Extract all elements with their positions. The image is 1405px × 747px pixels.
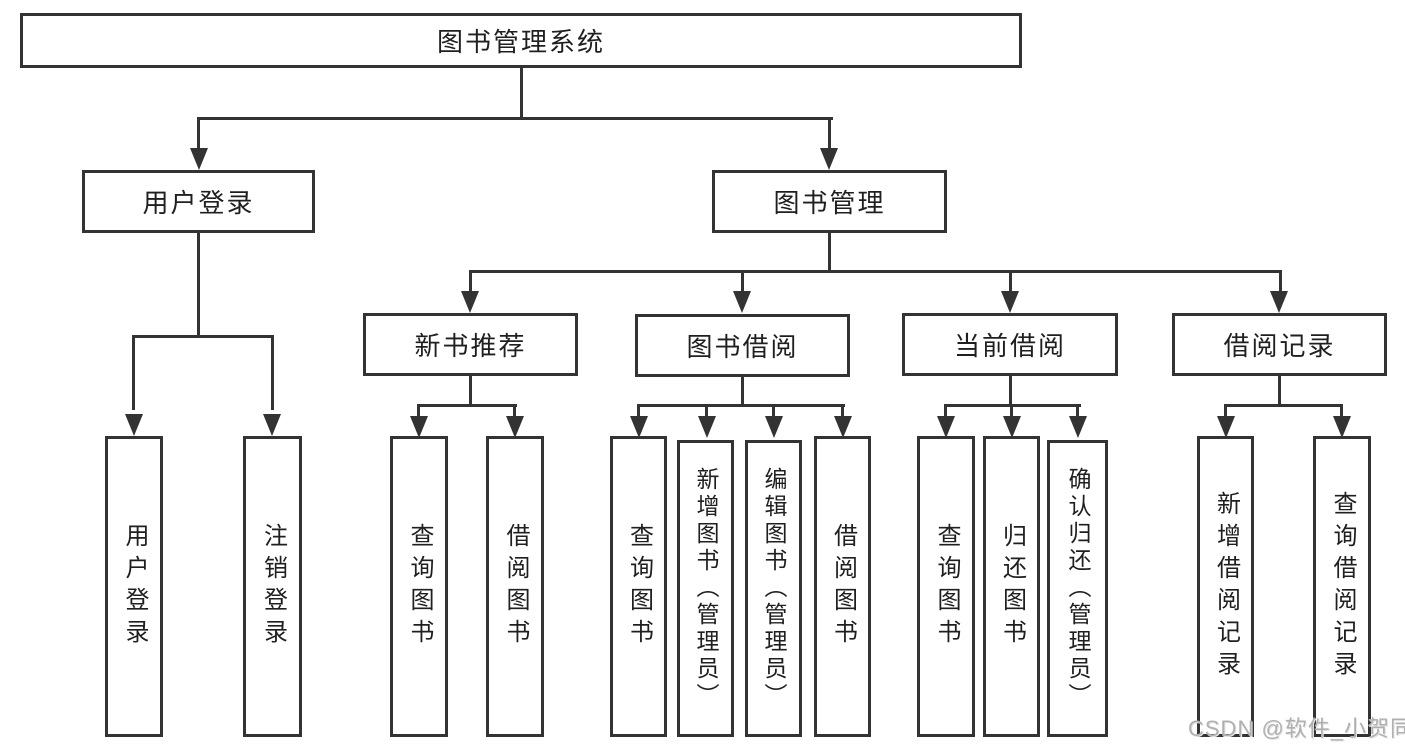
connector-drop-bb-query [637,404,640,418]
leaf-bb-borrow-books: 借阅图书 [814,436,871,737]
node-root: 图书管理系统 [20,13,1022,68]
connector-root-stem [520,68,523,118]
leaf-nb-query-books-label: 查询图书 [406,522,433,651]
leaf-bb-query-books-label: 查询图书 [625,522,653,651]
leaf-cb-return-books-label: 归还图书 [998,522,1026,651]
connector-book-borrow-hline [637,404,845,407]
connector-borrow-records-stem [1278,376,1281,407]
node-user-login-branch-label: 用户登录 [142,188,255,218]
connector-drop-br-query [1340,404,1343,418]
connector-drop-nb-borrow [513,404,516,418]
leaf-logout-label: 注销登录 [259,522,287,651]
connector-book-mgmt-stem [828,233,831,270]
arrowhead-cb-return [1003,416,1021,438]
connector-drop-leaf-logout [271,335,274,410]
connector-drop-leaf-user-login [132,335,135,410]
node-root-label: 图书管理系统 [436,27,605,57]
arrowhead-br-query [1333,416,1351,438]
connector-drop-bb-edit [772,404,775,418]
leaf-br-query-record: 查询借阅记录 [1313,436,1371,737]
connector-drop-bb-add [705,404,708,418]
node-current-borrow: 当前借阅 [902,313,1118,376]
arrowhead-leaf-user-login [125,414,143,436]
arrowhead-user-login-branch [190,148,208,170]
leaf-user-login: 用户登录 [105,436,163,737]
leaf-nb-borrow-books: 借阅图书 [486,436,544,737]
arrowhead-bb-query [630,416,648,438]
arrowhead-bb-borrow [834,416,852,438]
leaf-nb-borrow-books-label: 借阅图书 [502,522,529,651]
connector-drop-new-books [469,270,472,293]
connector-drop-book-mgmt-branch [828,117,831,149]
leaf-logout: 注销登录 [243,436,302,737]
leaf-cb-query-books: 查询图书 [917,436,975,737]
node-current-borrow-label: 当前借阅 [953,331,1066,361]
connector-drop-cb-return [1010,404,1013,418]
connector-drop-borrow-records [1279,270,1282,293]
arrowhead-br-add [1217,416,1235,438]
connector-book-borrow-stem [741,377,744,407]
arrowhead-book-borrow [733,291,751,313]
connector-new-books-stem [469,376,472,407]
leaf-bb-borrow-books-label: 借阅图书 [829,522,857,651]
leaf-br-add-record-label: 新增借阅记录 [1212,490,1240,683]
connector-drop-book-borrow [741,270,744,293]
connector-drop-cb-query [944,404,947,418]
connector-drop-current-borrow [1009,270,1012,293]
arrowhead-bb-add [698,416,716,438]
leaf-cb-return-books: 归还图书 [983,436,1040,737]
connector-new-books-hline [417,404,517,407]
arrowhead-nb-query [410,416,428,438]
leaf-br-add-record: 新增借阅记录 [1197,436,1254,737]
arrowhead-bb-edit [765,416,783,438]
node-borrow-records-label: 借阅记录 [1223,331,1336,361]
connector-drop-nb-query [417,404,420,418]
leaf-bb-add-books-admin-label: 新增图书（管理员） [693,467,719,710]
leaf-bb-edit-books-admin: 编辑图书（管理员） [745,440,802,737]
leaf-br-query-record-label: 查询借阅记录 [1329,490,1356,683]
connector-user-login-hline [132,335,274,338]
connector-user-login-stem [197,233,200,337]
arrowhead-new-books [461,291,479,313]
node-user-login-branch: 用户登录 [82,170,315,233]
leaf-cb-query-books-label: 查询图书 [933,522,960,651]
node-book-borrow-label: 图书借阅 [686,332,799,362]
connector-level3-hline [469,270,1282,273]
arrowhead-cb-query [937,416,955,438]
leaf-bb-add-books-admin: 新增图书（管理员） [677,440,734,737]
node-new-books-label: 新书推荐 [414,331,527,361]
connector-borrow-records-hline [1224,404,1343,407]
leaf-cb-confirm-return-admin: 确认归还（管理员） [1047,440,1108,737]
leaf-bb-edit-books-admin-label: 编辑图书（管理员） [761,467,787,710]
node-book-borrow: 图书借阅 [635,314,850,377]
arrowhead-leaf-logout [263,414,281,436]
node-new-books: 新书推荐 [363,313,578,376]
arrowhead-borrow-records [1270,291,1288,313]
connector-current-borrow-stem [1009,376,1012,407]
arrowhead-nb-borrow [506,416,524,438]
arrowhead-current-borrow [1001,291,1019,313]
arrowhead-book-mgmt-branch [820,148,838,170]
arrowhead-cb-confirm [1069,416,1087,438]
connector-drop-cb-confirm [1076,404,1079,418]
connector-drop-bb-borrow [841,404,844,418]
leaf-nb-query-books: 查询图书 [390,436,448,737]
connector-drop-br-add [1224,404,1227,418]
watermark: CSDN @软件_小贺同学 [1188,716,1405,741]
leaf-user-login-label: 用户登录 [121,522,148,651]
leaf-cb-confirm-return-admin-label: 确认归还（管理员） [1065,467,1091,710]
connector-level2-hline [197,117,833,120]
node-book-mgmt-branch: 图书管理 [712,170,947,233]
node-book-mgmt-branch-label: 图书管理 [773,188,886,218]
leaf-bb-query-books: 查询图书 [610,436,667,737]
connector-drop-user-login-branch [197,117,200,149]
node-borrow-records: 借阅记录 [1172,313,1387,376]
